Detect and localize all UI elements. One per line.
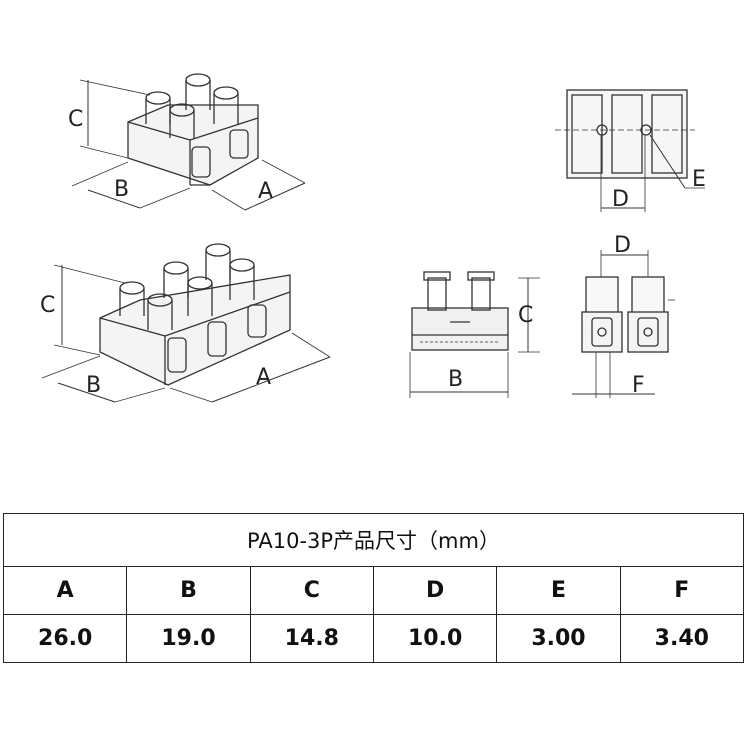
header-c: C [249, 566, 374, 615]
side-view-label-d: D [614, 233, 631, 258]
isometric-2-pole-drawing [71, 73, 306, 211]
header-b: B [126, 566, 251, 615]
front-view-label-c: C [518, 303, 533, 328]
value-d: 10.0 [372, 614, 498, 663]
iso-top-label-b: B [114, 177, 129, 202]
value-e: 3.00 [496, 614, 621, 663]
side-view-label-f: F [632, 373, 645, 398]
header-d: D [372, 566, 498, 615]
dimension-table: PA10-3P产品尺寸（mm） A B C D E F 26.0 19.0 14… [2, 513, 745, 663]
iso-bottom-label-c: C [40, 293, 55, 318]
value-f: 3.40 [619, 614, 745, 663]
value-b: 19.0 [126, 614, 251, 663]
isometric-3-pole-drawing [41, 243, 331, 403]
front-view-label-b: B [448, 367, 463, 392]
top-view-label-e: E [692, 167, 706, 192]
top-view-drawing [555, 89, 705, 212]
technical-drawings: C B A C B A [40, 73, 706, 403]
table-value-row: 26.0 19.0 14.8 10.0 3.00 3.40 [2, 614, 745, 663]
front-view-drawing [409, 271, 540, 398]
iso-bottom-label-a: A [256, 365, 271, 390]
iso-bottom-label-b: B [86, 373, 101, 398]
header-a: A [2, 566, 128, 615]
iso-top-label-a: A [258, 179, 273, 204]
side-view-drawing [572, 250, 675, 398]
header-f: F [619, 566, 745, 615]
table-title-row: PA10-3P产品尺寸（mm） [3, 513, 744, 567]
value-a: 26.0 [2, 614, 128, 663]
table-title: PA10-3P产品尺寸（mm） [3, 513, 744, 567]
table-header-row: A B C D E F [2, 566, 745, 615]
value-c: 14.8 [249, 614, 374, 663]
top-view-label-d: D [612, 187, 629, 212]
iso-top-label-c: C [68, 107, 83, 132]
header-e: E [496, 566, 621, 615]
